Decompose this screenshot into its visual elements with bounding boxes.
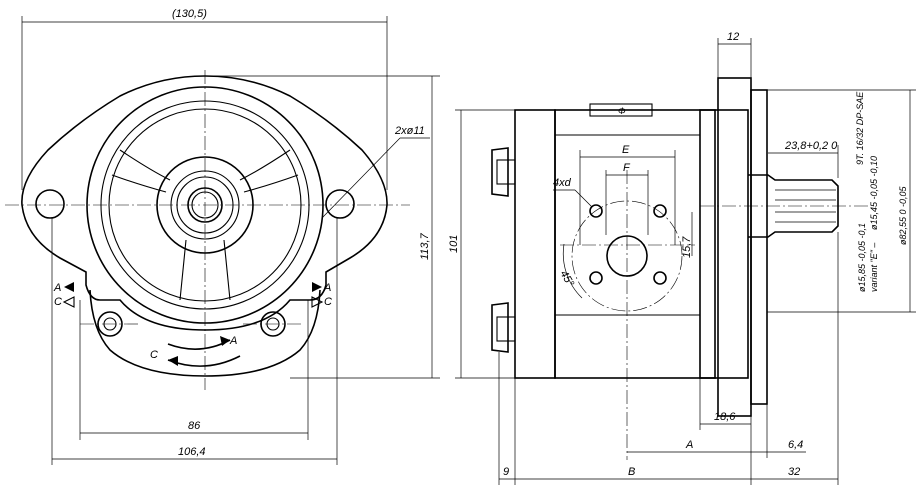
spline-spec-text: 9T. 16/32 DP-SAE xyxy=(855,91,865,165)
dim-b-text: B xyxy=(628,466,635,478)
shaft-dia-text: ø15,85 -0,05 -0,1 xyxy=(857,223,867,292)
body-center xyxy=(554,109,716,379)
port-hex-upper xyxy=(496,159,516,185)
port-fitting-upper xyxy=(491,147,509,197)
spoke-left xyxy=(111,149,171,193)
side-label-a-right: A xyxy=(323,282,331,294)
flange-hole-left xyxy=(35,189,65,219)
dim-86-text: 86 xyxy=(188,420,201,432)
side-label-c-right: C xyxy=(324,296,332,308)
port-holes-text: 4xd xyxy=(553,177,572,189)
dim-18-6-text: 18,6 xyxy=(714,411,736,423)
dim-overall-text: (130,5) xyxy=(172,8,207,20)
leader-4xd xyxy=(574,189,593,208)
dim-106-text: 106,4 xyxy=(178,446,206,458)
dim-f-text: F xyxy=(623,162,631,174)
phi-symbol: Φ xyxy=(618,106,626,116)
dim-6-4-text: 6,4 xyxy=(788,439,803,451)
angle-arc xyxy=(562,243,583,299)
port-hole-tl xyxy=(589,204,603,218)
spoke-bottom xyxy=(179,239,231,301)
variant-e-label-text: variant "E" – xyxy=(869,242,879,292)
hole-callout: 2xø11 xyxy=(394,125,425,137)
flange-pilot xyxy=(750,89,768,405)
port-height-text: 15,7 xyxy=(681,236,693,258)
body-height-text: 101 xyxy=(448,235,460,253)
port-pitch-circle xyxy=(571,200,683,312)
front-view: A C A C A C (130,5) 2xø11 113,7 8 xyxy=(5,8,440,465)
dim-32-text: 32 xyxy=(788,466,800,478)
side-view: Φ E F 4xd 15,7 45° xyxy=(448,31,916,485)
shaft-length-text: 23,8+0,2 0 xyxy=(784,140,838,152)
port-fitting-lower xyxy=(491,302,509,353)
rear-lobe xyxy=(89,289,321,377)
body-rear xyxy=(514,109,556,379)
pilot-dia-text: ø82,55 0 -0,05 xyxy=(898,185,908,245)
rotation-arrowhead-c xyxy=(168,356,178,366)
rotation-label-a: A xyxy=(229,335,237,347)
flange-outline xyxy=(21,75,388,331)
port-hole-bl xyxy=(589,271,603,285)
side-label-c-left: C xyxy=(54,296,62,308)
spoke-right xyxy=(239,149,299,193)
angle-text: 45° xyxy=(557,269,576,290)
port-hex-lower xyxy=(496,316,516,342)
flange-hole-right xyxy=(325,189,355,219)
rotation-arrow-a xyxy=(167,339,231,350)
leader-hole xyxy=(321,137,401,219)
triangle-open-icon xyxy=(62,296,75,308)
dim-height-text: 113,7 xyxy=(419,232,431,260)
triangle-filled-icon xyxy=(312,282,322,292)
mounting-flange xyxy=(717,77,752,417)
dim-a-text: A xyxy=(685,439,693,451)
flange-thickness-text: 12 xyxy=(727,31,739,43)
variant-e-dia-text: ø15,45 -0,05 -0,10 xyxy=(869,156,879,230)
rotation-arrow-c xyxy=(167,355,241,367)
rotation-label-c: C xyxy=(150,349,158,361)
triangle-open-icon xyxy=(311,296,324,308)
side-label-a-left: A xyxy=(53,282,61,294)
nameplate xyxy=(589,103,653,117)
dim-9-text: 9 xyxy=(503,466,509,478)
body-front-housing xyxy=(699,109,749,379)
rotation-arrowhead-a xyxy=(220,336,230,346)
triangle-filled-icon xyxy=(64,282,74,292)
port-hole-tr xyxy=(653,204,667,218)
port-hole-br xyxy=(653,271,667,285)
dim-e-text: E xyxy=(622,144,630,156)
